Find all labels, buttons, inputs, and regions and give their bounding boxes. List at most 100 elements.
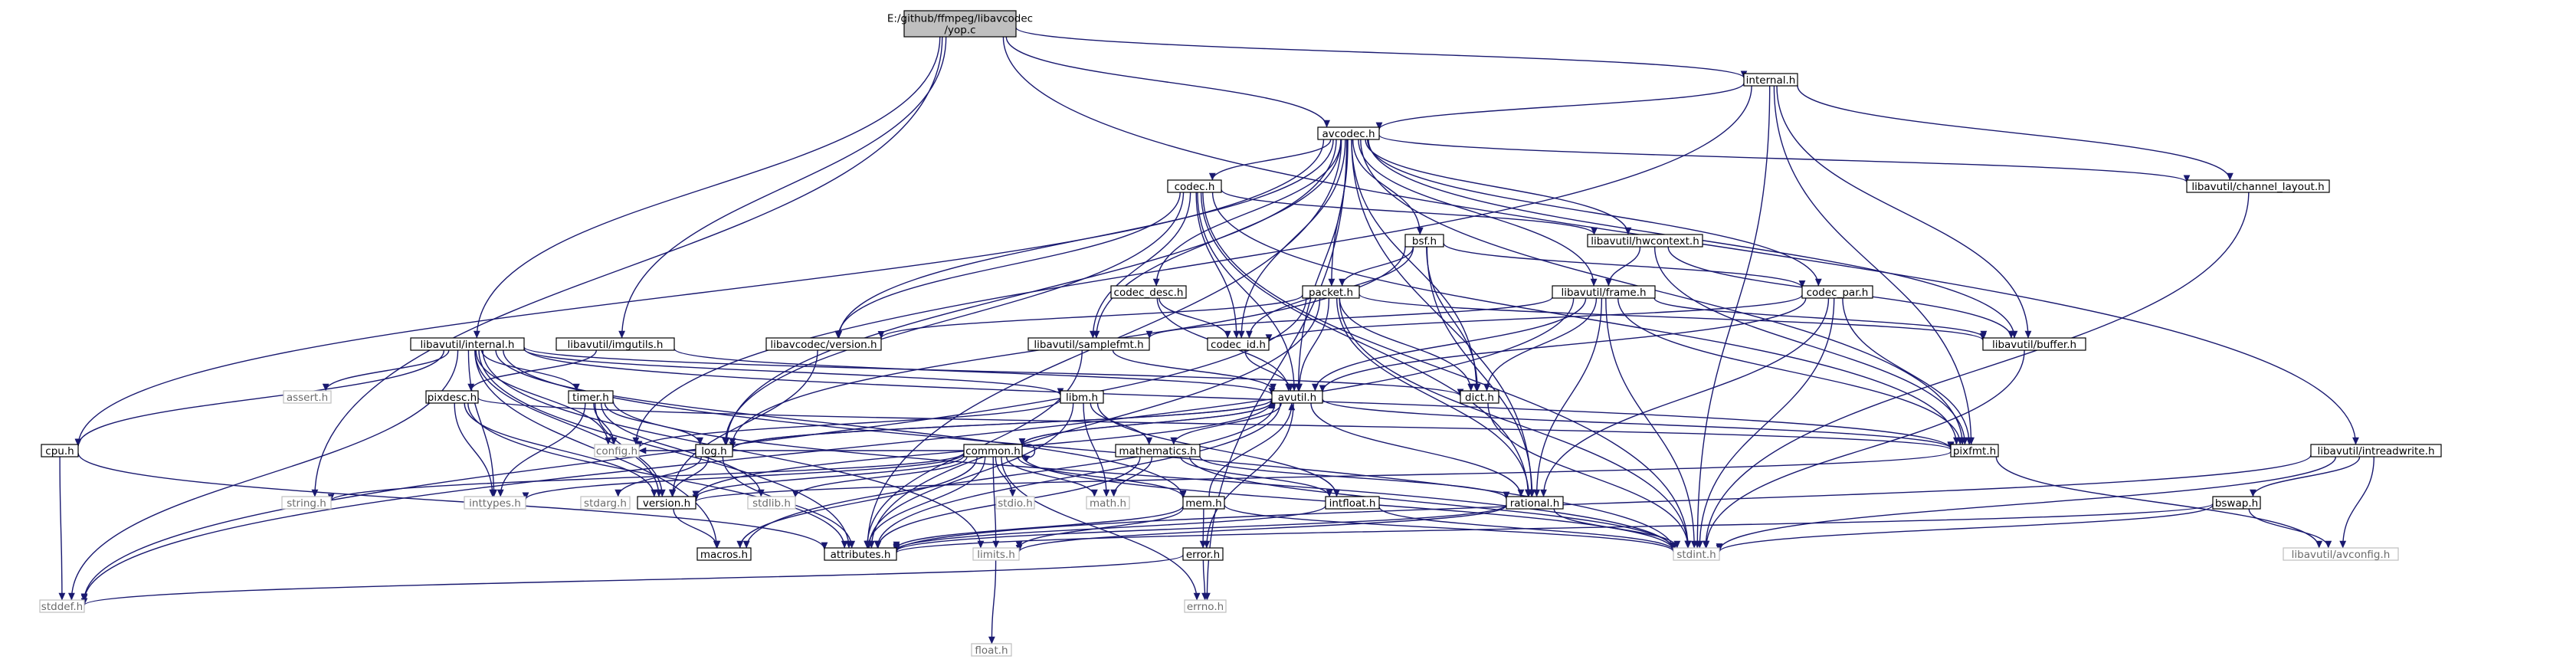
node-avcodec-h[interactable]: avcodec.h [1317, 126, 1380, 140]
node-libavutil-samplefmt-h[interactable]: libavutil/samplefmt.h [1027, 337, 1150, 351]
node-box [1325, 496, 1380, 510]
node-pixdesc-h[interactable]: pixdesc.h [425, 390, 479, 404]
node-attributes-h[interactable]: attributes.h [824, 547, 897, 561]
node-libavutil-channel-layout-h[interactable]: libavutil/channel_layout.h [2186, 179, 2330, 193]
node-label: libavutil/internal.h [421, 339, 515, 351]
node-box [425, 390, 479, 404]
edge-libavutil-frame-h-to-libavutil-buffer-h [1653, 297, 1988, 339]
node-label: mem.h [1185, 497, 1221, 510]
edge-avcodec-h-to-bsf-h [1352, 139, 1424, 235]
node-box [2283, 547, 2399, 561]
node-libavutil-intreadwrite-h[interactable]: libavutil/intreadwrite.h [2310, 444, 2442, 457]
node-bsf-h[interactable]: bsf.h [1404, 234, 1444, 248]
node-box [696, 547, 752, 561]
edge-libavutil-frame-h-to-rational-h [1533, 297, 1603, 497]
node-box [1404, 234, 1444, 248]
node-box [2186, 179, 2330, 193]
edge-mathematics-h-to-stdint-h [1189, 456, 1677, 550]
node-mem-h[interactable]: mem.h [1182, 496, 1225, 510]
edge-bswap-h-to-avconfig-h [2248, 508, 2332, 549]
edge-common-h-to-common-h [1021, 444, 1036, 462]
node-label: rational.h [1510, 497, 1560, 510]
edge-avcodec-h-to-cpu-h [74, 139, 1325, 447]
edge-common-h-to-stdio-h [995, 456, 1017, 497]
edge-avcodec-h-to-codec-id-h [1237, 139, 1346, 339]
edge-libavutil-hwcontext-h-to-libavutil-frame-h [1605, 246, 1641, 287]
edge-avcodec-h-to-codec-h [1208, 139, 1332, 181]
node-libavutil-hwcontext-h[interactable]: libavutil/hwcontext.h [1587, 234, 1703, 248]
edge-avutil-h-to-attributes-h [873, 402, 1281, 549]
edge-libm-h-to-attributes-h [865, 402, 1074, 549]
node-label: stdlib.h [752, 497, 791, 510]
node-math-h: math.h [1086, 496, 1130, 510]
edge-internal-h-to-avcodec-h [1375, 83, 1745, 130]
node-box [1950, 444, 1999, 457]
node-box [1271, 390, 1323, 404]
node-label: error.h [1186, 549, 1220, 561]
node-label: libavutil/frame.h [1561, 287, 1646, 299]
node-box [903, 10, 1017, 38]
edge-packet-h-to-avutil-h [1296, 297, 1330, 392]
edge-codec-h-to-log-h [722, 192, 1185, 445]
node-libavutil-imgutils-h[interactable]: libavutil/imgutils.h [556, 337, 675, 351]
node-errno-h: errno.h [1184, 599, 1227, 613]
node-libavcodec-version-h[interactable]: libavcodec/version.h [765, 337, 882, 351]
node-codec-desc-h[interactable]: codec_desc.h [1110, 285, 1187, 299]
node-codec-h[interactable]: codec.h [1167, 179, 1222, 193]
edge-intfloat-h-to-attributes-h [893, 505, 1326, 551]
node-avutil-h[interactable]: avutil.h [1271, 390, 1323, 404]
node-root[interactable]: E:/github/ffmpeg/libavcodec/yop.c [887, 10, 1033, 38]
node-label: libavutil/samplefmt.h [1034, 339, 1143, 351]
node-label: attributes.h [831, 549, 891, 561]
node-macros-h[interactable]: macros.h [696, 547, 752, 561]
node-label: packet.h [1309, 287, 1353, 299]
header-nodes: E:/github/ffmpeg/libavcodec/yop.c interna… [39, 10, 2442, 657]
node-label: codec_id.h [1211, 339, 1266, 351]
node-avconfig-h: libavutil/avconfig.h [2283, 547, 2399, 561]
node-internal-h[interactable]: internal.h [1743, 73, 1798, 87]
node-packet-h[interactable]: packet.h [1302, 285, 1360, 299]
edge-codec-par-h-to-rational-h [1540, 297, 1830, 497]
node-log-h[interactable]: log.h [695, 444, 733, 457]
node-common-h[interactable]: common.h [963, 444, 1023, 457]
edge-packet-h-to-libavcodec-version-h [877, 294, 1303, 339]
node-error-h[interactable]: error.h [1182, 547, 1224, 561]
edge-avcodec-h-to-pixfmt-h [1360, 139, 1966, 445]
node-mathematics-h[interactable]: mathematics.h [1115, 444, 1201, 457]
node-box [972, 547, 1020, 561]
edge-bswap-h-to-attributes-h [893, 503, 2214, 553]
node-libavutil-internal-h[interactable]: libavutil/internal.h [410, 337, 525, 351]
edge-root-to-avcodec-h [1005, 36, 1330, 128]
edge-error-h-to-errno-h [1201, 559, 1209, 601]
edge-libm-h-to-mathematics-h [1090, 402, 1153, 445]
node-libavutil-frame-h[interactable]: libavutil/frame.h [1552, 285, 1656, 299]
node-label: mathematics.h [1119, 445, 1196, 457]
node-libm-h[interactable]: libm.h [1060, 390, 1104, 404]
node-libavutil-buffer-h[interactable]: libavutil/buffer.h [1982, 337, 2086, 351]
node-codec-par-h[interactable]: codec_par.h [1801, 285, 1873, 299]
node-stdlib-h: stdlib.h [747, 496, 796, 510]
node-version-h[interactable]: version.h [637, 496, 696, 510]
node-cpu-h[interactable]: cpu.h [41, 444, 79, 457]
node-dict-h[interactable]: dict.h [1460, 390, 1499, 404]
node-label: macros.h [700, 549, 748, 561]
node-bswap-h[interactable]: bswap.h [2212, 496, 2261, 510]
node-pixfmt-h[interactable]: pixfmt.h [1950, 444, 1999, 457]
node-label: string.h [287, 497, 326, 510]
node-codec-id-h[interactable]: codec_id.h [1207, 337, 1270, 351]
node-box [971, 643, 1012, 657]
node-rational-h[interactable]: rational.h [1506, 496, 1564, 510]
node-box [410, 337, 525, 351]
edge-cpu-h-to-attributes-h [77, 452, 828, 550]
node-box [464, 496, 526, 510]
node-label: libm.h [1066, 392, 1098, 404]
edge-error-h-to-stddef-h [81, 554, 1184, 606]
edge-libavutil-internal-h-to-pixfmt-h [523, 348, 1955, 450]
node-label: stddef.h [41, 601, 83, 613]
node-timer-h[interactable]: timer.h [568, 390, 614, 404]
node-box [1207, 337, 1270, 351]
node-box [1302, 285, 1360, 299]
node-intfloat-h[interactable]: intfloat.h [1325, 496, 1380, 510]
edge-codec-h-to-codec-id-h [1195, 192, 1240, 339]
